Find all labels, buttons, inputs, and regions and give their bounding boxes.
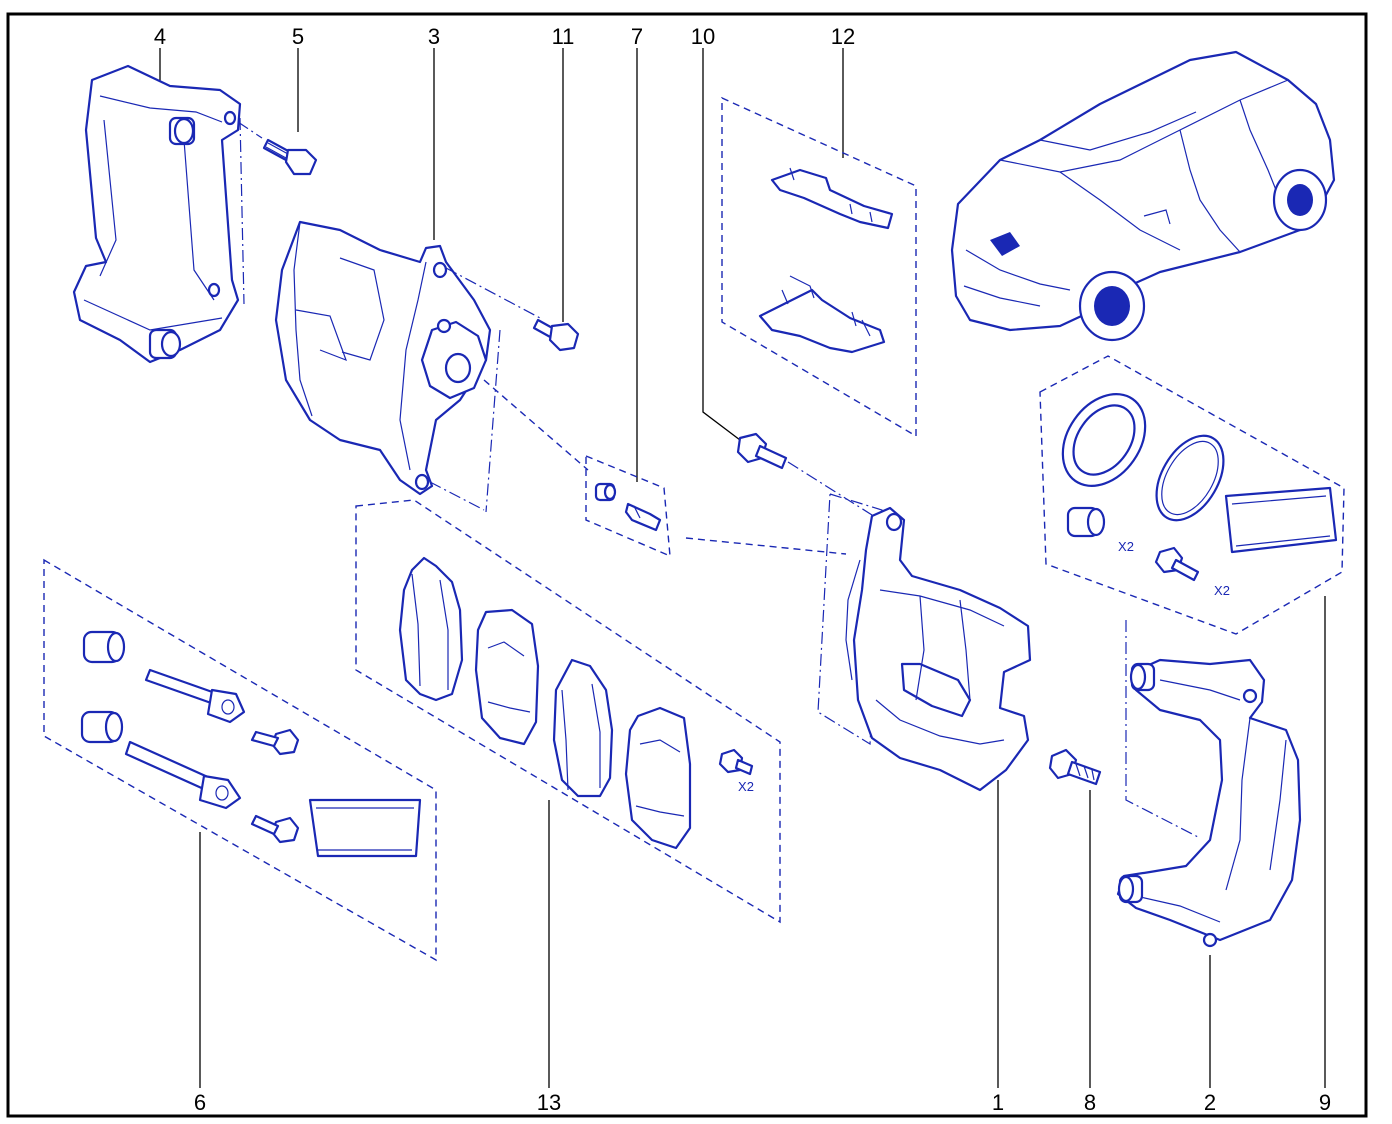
caliper-body-left (274, 220, 492, 496)
axis-line-7 (685, 537, 847, 555)
axis-line-3c (485, 329, 501, 513)
repair-seal-qty: X2 (1118, 539, 1134, 554)
carrier-bolt (262, 138, 318, 176)
bleeder-kit (585, 454, 671, 558)
caliper-bolt-8 (1048, 748, 1102, 786)
axis-line-4b (239, 117, 245, 305)
axis-line-2 (1125, 620, 1201, 839)
callout-11: 11 (552, 24, 575, 49)
callout-8: 8 (1084, 1090, 1096, 1115)
callout-12: 12 (831, 24, 855, 49)
callout-leaders (159, 48, 1326, 1088)
callout-1: 1 (992, 1090, 1004, 1115)
brake-pad-2 (474, 608, 540, 746)
callout-10: 10 (691, 24, 715, 49)
callout-5: 5 (292, 24, 304, 49)
brake-pad-4 (624, 706, 692, 850)
brake-pad-3 (552, 658, 614, 798)
axis-line-10 (787, 461, 881, 521)
callout-4: 4 (154, 24, 166, 49)
brake-pad-set: X2 (355, 499, 781, 924)
caliper-carrier-left (72, 64, 242, 364)
brake-pad-1 (398, 556, 464, 702)
caliper-bolt-11 (532, 318, 580, 352)
callout-2: 2 (1204, 1090, 1216, 1115)
axis-line-3a (445, 267, 541, 319)
caliper-repair-kit: X2 X2 (1039, 355, 1345, 635)
pad-bolt-qty: X2 (738, 779, 754, 794)
axis-line-3b (429, 481, 485, 511)
caliper-bolt-10 (736, 432, 788, 470)
vehicle-illustration (950, 50, 1336, 342)
diagram-frame (6, 12, 1368, 1118)
callout-9: 9 (1319, 1090, 1331, 1115)
repair-bolt-qty: X2 (1214, 583, 1230, 598)
callout-6: 6 (194, 1090, 206, 1115)
axis-line-3d (483, 379, 589, 471)
caliper-assembly-right (817, 493, 1032, 792)
callout-13: 13 (537, 1090, 561, 1115)
callout-numbers: 4 5 3 11 7 10 12 6 13 1 8 2 9 (154, 24, 1331, 1115)
guide-pin-kit (43, 558, 437, 962)
axis-line-4 (237, 121, 263, 139)
callout-7: 7 (631, 24, 643, 49)
caliper-carrier-right (1116, 620, 1302, 948)
spring-clip-kit (721, 96, 917, 438)
callout-3: 3 (428, 24, 440, 49)
